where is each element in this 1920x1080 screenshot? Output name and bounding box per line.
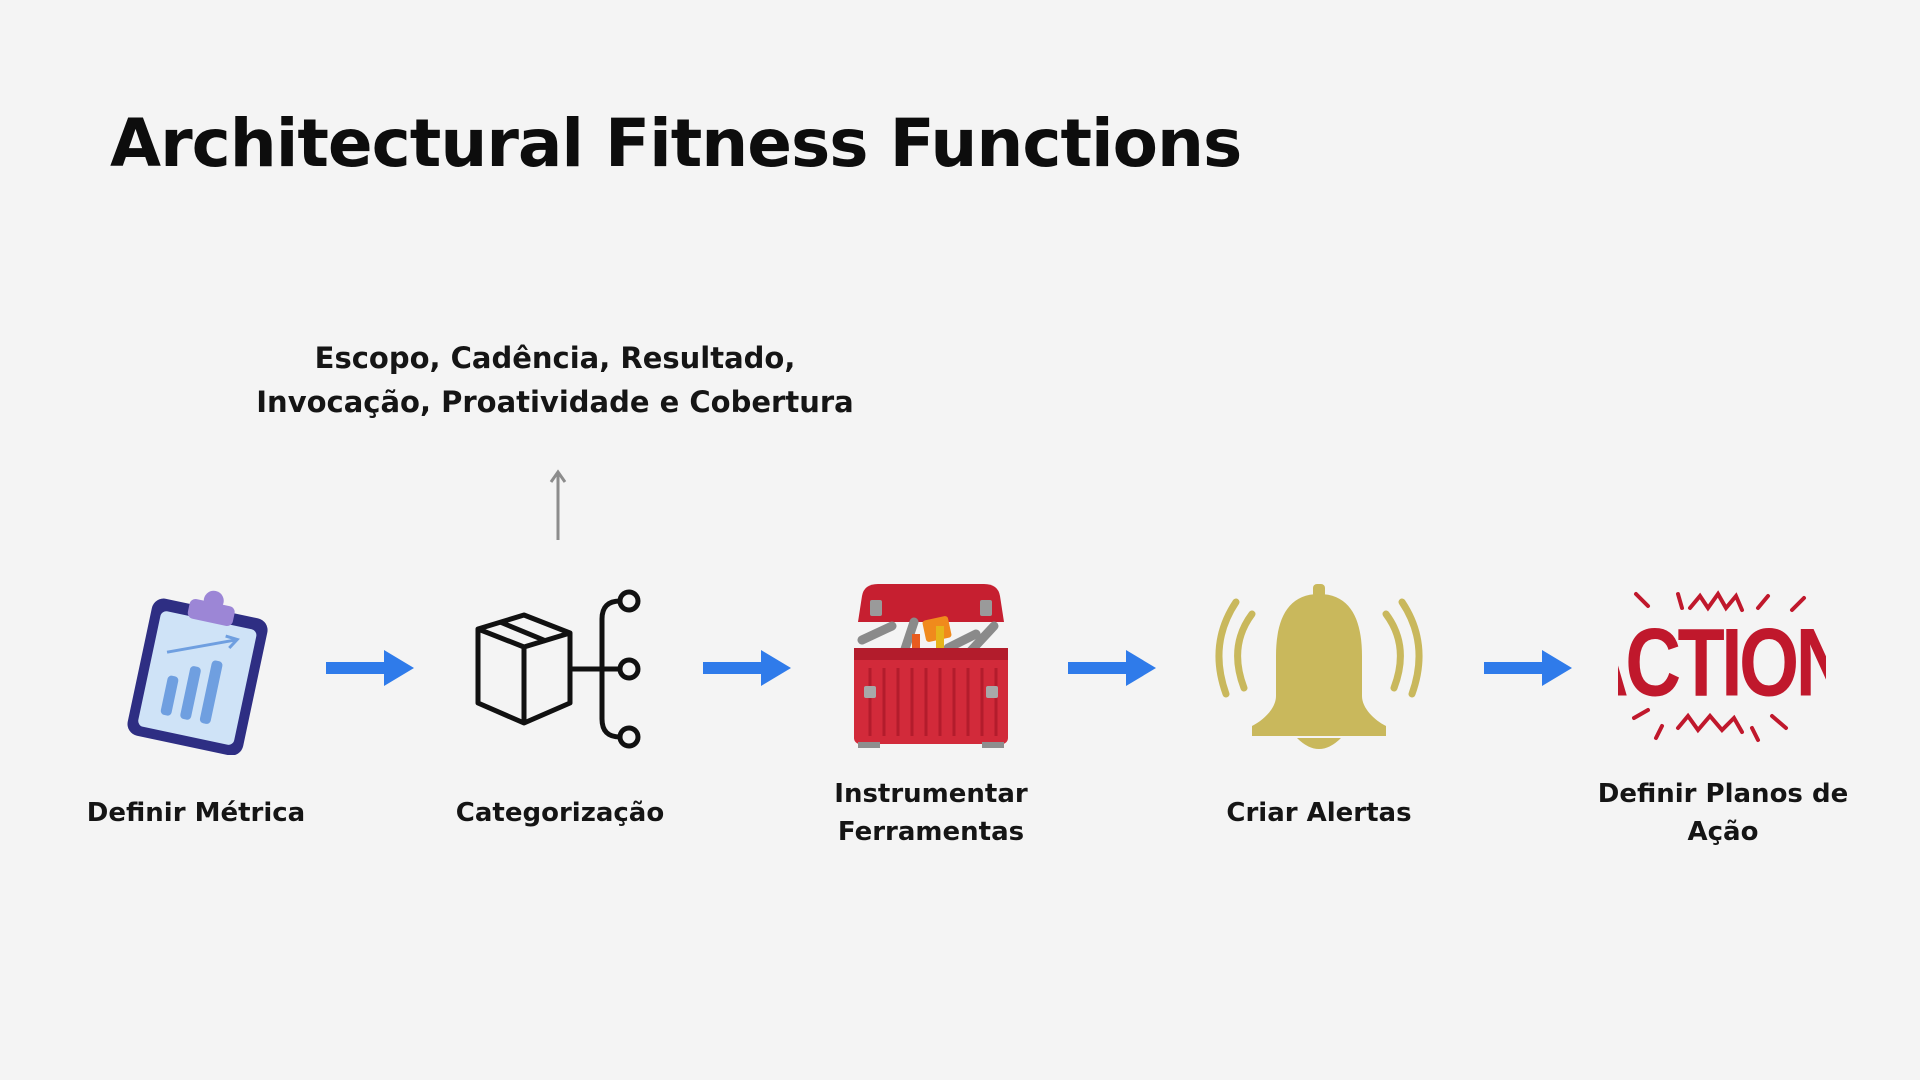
flow-arrow-icon <box>1068 650 1156 686</box>
up-arrow-icon <box>549 469 567 540</box>
box-branches-icon <box>475 589 641 749</box>
step-label-criar-alertas: Criar Alertas <box>1226 798 1412 828</box>
step-label-categorizacao: Categorização <box>455 798 665 828</box>
toolbox-icon <box>854 584 1008 748</box>
step-label-definir-planos-de-acao: Definir Planos de Ação <box>1597 779 1849 847</box>
step-label-instrumentar-ferramentas: Instrumentar Ferramentas <box>834 779 1028 847</box>
clipboard-chart-icon <box>127 590 268 755</box>
step-label-definir-metrica: Definir Métrica <box>86 798 306 828</box>
action-icon-text: ACTION! <box>1618 608 1826 716</box>
flow-arrow-icon <box>1484 650 1572 686</box>
categorization-note-line-2: Invocação, Proatividade e Cobertura <box>256 385 854 419</box>
action-icon: ACTION! <box>1618 590 1826 742</box>
page-title: Architectural Fitness Functions <box>110 105 1242 182</box>
flow-arrow-icon <box>703 650 791 686</box>
bell-icon <box>1215 584 1423 749</box>
categorization-note: Escopo, Cadência, Resultado, Invocação, … <box>255 336 855 424</box>
categorization-note-line-1: Escopo, Cadência, Resultado, <box>314 341 796 375</box>
flow-arrow-icon <box>326 650 414 686</box>
